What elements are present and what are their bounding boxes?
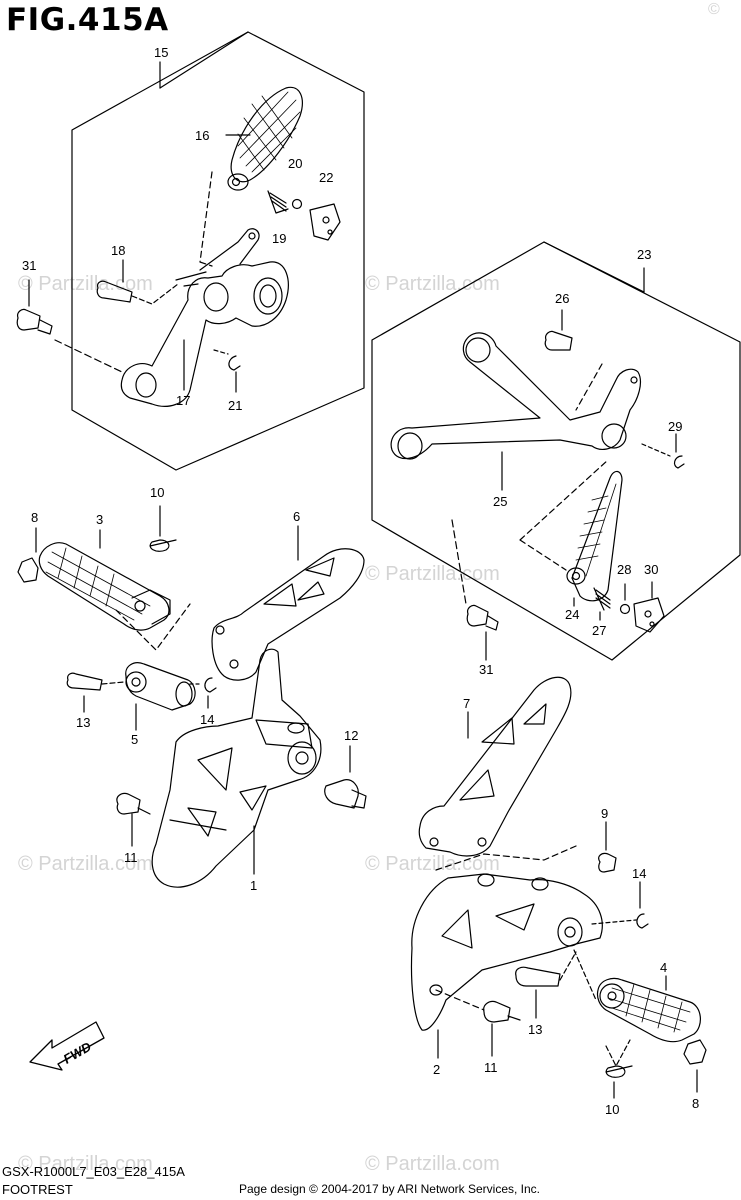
clip-14 [636, 913, 649, 929]
spring-27 [593, 587, 611, 611]
footpeg-4 [596, 977, 701, 1043]
bolt-11 [116, 792, 151, 815]
callout-layer: 15 16 20 22 19 31 18 17 21 23 26 29 25 2… [22, 45, 699, 1117]
callout-8: 8 [31, 510, 38, 525]
callout-4: 4 [660, 960, 667, 975]
spring-10 [149, 539, 177, 552]
watermark: © Partzilla.com [18, 273, 153, 295]
callout-8: 8 [692, 1096, 699, 1111]
bracket-2 [410, 873, 603, 1031]
spring-10 [605, 1065, 633, 1078]
callout-6: 6 [293, 509, 300, 524]
footpeg-3 [38, 542, 171, 631]
leader-line [159, 31, 249, 89]
nut-8 [683, 1039, 707, 1065]
callout-21: 21 [228, 398, 242, 413]
callout-20: 20 [288, 156, 302, 171]
callout-14: 14 [200, 712, 214, 727]
pin-13 [515, 966, 561, 987]
heel-guard-6 [211, 548, 365, 681]
callout-18: 18 [111, 243, 125, 258]
plate-30 [633, 597, 665, 633]
callout-9: 9 [601, 806, 608, 821]
watermark: © Partzilla.com [365, 853, 500, 875]
footpeg-16 [227, 86, 303, 191]
ball-20 [291, 198, 303, 210]
callout-19: 19 [272, 231, 286, 246]
watermark-symbol: © [708, 1, 720, 18]
callout-27: 27 [592, 623, 606, 638]
callout-28: 28 [617, 562, 631, 577]
callout-12: 12 [344, 728, 358, 743]
bolt-31 [16, 308, 41, 331]
callout-17: 17 [176, 393, 190, 408]
callout-11: 11 [484, 1060, 498, 1075]
watermark: © Partzilla.com [365, 563, 500, 585]
watermark: © Partzilla.com [365, 273, 500, 295]
callout-22: 22 [319, 170, 333, 185]
callout-11: 11 [124, 850, 138, 865]
callout-10: 10 [150, 485, 164, 500]
watermark-layer: © Partzilla.com © Partzilla.com © Partzi… [18, 1, 720, 1175]
callout-13: 13 [76, 715, 90, 730]
footpeg-24 [566, 470, 623, 602]
nut-8 [17, 557, 39, 583]
callout-26: 26 [555, 291, 569, 306]
bolt-12 [324, 779, 367, 809]
callout-16: 16 [195, 128, 209, 143]
bolt-9 [598, 852, 617, 873]
pin-26 [544, 330, 573, 351]
watermark: © Partzilla.com [365, 1153, 500, 1175]
pivot-5 [125, 662, 196, 711]
watermark: © Partzilla.com [18, 853, 153, 875]
bracket-1 [151, 648, 322, 888]
callout-29: 29 [668, 419, 682, 434]
callout-23: 23 [637, 247, 651, 262]
bracket-25 [390, 332, 642, 460]
pin-18 [96, 280, 133, 303]
callout-24: 24 [565, 607, 579, 622]
callout-1: 1 [250, 878, 257, 893]
section-name: FOOTREST [2, 1182, 73, 1197]
callout-31: 31 [22, 258, 36, 273]
clip-14 [204, 677, 217, 693]
callout-25: 25 [493, 494, 507, 509]
model-code: GSX-R1000L7_E03_E28_415A [2, 1164, 185, 1179]
pin-13 [66, 672, 103, 691]
plate-22 [309, 203, 341, 241]
callout-14: 14 [632, 866, 646, 881]
spring-19 [267, 190, 289, 214]
callout-30: 30 [644, 562, 658, 577]
watermark: © Partzilla.com [18, 1153, 153, 1175]
fwd-arrow [29, 1021, 105, 1071]
callout-5: 5 [131, 732, 138, 747]
callout-10: 10 [605, 1102, 619, 1117]
ball-28 [619, 603, 631, 615]
callout-31: 31 [479, 662, 493, 677]
callout-7: 7 [463, 696, 470, 711]
bolt-31 [466, 604, 489, 627]
clip-29 [673, 455, 685, 469]
bracket-17 [120, 228, 289, 407]
callout-13: 13 [528, 1022, 542, 1037]
bolt-11 [483, 1000, 521, 1023]
clip-21 [228, 355, 241, 371]
callout-3: 3 [96, 512, 103, 527]
callout-2: 2 [433, 1062, 440, 1077]
callout-15: 15 [154, 45, 168, 60]
credit-line: Page design © 2004-2017 by ARI Network S… [239, 1182, 541, 1196]
figure-title: FIG.415A [6, 2, 169, 38]
heel-guard-7 [418, 676, 572, 857]
